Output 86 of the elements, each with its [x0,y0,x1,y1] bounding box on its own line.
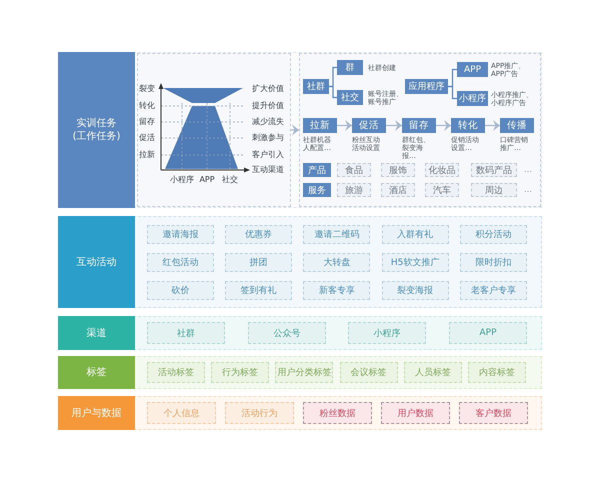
value-label: 客户引入 [252,150,284,160]
tag-item-box: 内容标签 [468,362,526,383]
layer-title: 标签 [86,366,106,379]
topic-box: 应用程序 [405,79,448,94]
activity-item-box: 新客专享 [303,281,370,300]
category-item-box: 旅游 [337,183,371,197]
value-label: 减少流失 [252,117,284,127]
topic-box: 小程序 [457,91,488,106]
activity-item-box: 限时折扣 [460,253,527,272]
activity-item-box: 红包活动 [147,253,214,272]
layer-band [58,396,542,430]
activity-item-box: 优惠券 [225,225,292,244]
topic-box: APP [457,62,488,77]
data-item-box: 粉丝数据 [303,402,372,424]
activity-item-box: 邀请海报 [147,225,214,244]
data-item-box: 个人信息 [147,402,216,424]
more-ellipsis: … [524,185,532,195]
topic-box: 社交 [337,90,363,105]
layer-band [58,52,542,208]
activity-item-box: 拼团 [225,253,292,272]
tag-item-box: 用户分类标签 [275,362,334,383]
tag-item-box: 活动标签 [147,362,205,383]
tag-item-box: 人员标签 [404,362,462,383]
data-item-box: 用户数据 [381,402,450,424]
channel-item-box: 小程序 [348,322,426,344]
activity-item-box: 积分活动 [460,225,527,244]
stage-label: 促活 [139,133,155,143]
category-item-box: 食品 [337,163,371,177]
chevron-arrow [337,120,352,131]
layer-title: (工作任务) [72,130,120,143]
category-item-box: 化妆品 [425,163,459,177]
axis-tick-label: APP [199,175,215,185]
stage-box: 拉新 [303,118,337,133]
more-ellipsis: … [524,165,532,175]
stage-label: 拉新 [139,150,155,160]
layer-band [58,216,542,308]
category-item-box: 服饰 [381,163,415,177]
tag-item-box: 会议标签 [340,362,398,383]
stage-label: 转化 [139,101,155,111]
stage-box: 留存 [402,118,436,133]
stage-box: 传播 [500,118,534,133]
row-header-box: 服务 [303,183,331,197]
chevron-arrow [386,120,402,131]
data-item-box: 活动行为 [225,402,294,424]
category-item-box: 酒店 [381,183,415,197]
layer-title: 渠道 [86,326,106,340]
data-item-box: 客户数据 [459,402,528,424]
value-label: 提升价值 [252,101,284,111]
channel-item-box: 公众号 [248,322,326,344]
activity-item-box: H5软文推广 [382,253,449,272]
channel-item-box: APP [449,322,527,344]
tag-item-box: 行为标签 [211,362,270,383]
chevron-arrow [291,124,299,136]
activity-item-box: 签到有礼 [225,281,292,300]
layer-title: 用户与数据 [72,406,122,420]
layer-title: 互动活动 [76,256,116,268]
activity-item-box: 老客户专享 [460,281,527,300]
connector-line [448,86,457,100]
stage-label: 裂变 [139,84,155,94]
layer-title: 实训任务 [76,117,116,130]
channel-item-box: 社群 [147,322,225,344]
category-item-box: 汽车 [425,183,459,197]
activity-item-box: 大转盘 [303,253,370,272]
axis-tick-label: 社交 [222,175,238,185]
stage-box: 转化 [451,118,485,133]
activity-item-box: 裂变海报 [382,281,449,300]
activity-item-box: 邀请二维码 [303,225,370,244]
flow-panel [299,53,541,207]
layer-band [58,356,542,389]
row-header-box: 产品 [303,163,331,177]
topic-box: 社群 [303,79,329,94]
axis-tick-label: 小程序 [170,175,194,185]
topic-box: 群 [337,60,363,75]
layer-band [58,316,542,350]
axis-title: 互动渠道 [252,165,284,175]
stage-box: 促活 [352,118,386,133]
activity-item-box: 砍价 [147,281,214,300]
stage-label: 留存 [139,117,155,127]
connector-line [329,86,337,98]
activity-item-box: 入群有礼 [382,225,449,244]
value-label: 扩大价值 [252,84,284,94]
category-item-box: 数码产品 [471,163,517,177]
value-label: 刺激参与 [252,133,284,143]
chevron-arrow [436,120,451,131]
category-item-box: 周边 [471,183,517,197]
chevron-arrow [485,120,500,131]
